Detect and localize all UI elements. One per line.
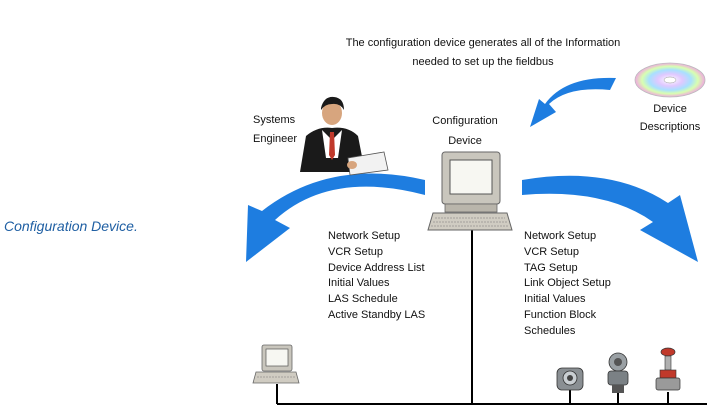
list-item: LAS Schedule	[328, 293, 398, 306]
device-descriptions-label-2: Descriptions	[639, 121, 701, 133]
list-item: Initial Values	[328, 277, 390, 290]
device-descriptions-label-1: Device	[653, 103, 687, 115]
list-item: Active Standby LAS	[328, 308, 426, 321]
field-device-transmitter-icon	[556, 367, 584, 391]
fieldbus-lines	[276, 230, 707, 405]
header-line-1: The configuration device generates all o…	[345, 37, 621, 49]
right-config-list: Network Setup VCR Setup TAG Setup Link O…	[524, 229, 611, 340]
device-descriptions-disc-icon	[634, 62, 706, 98]
list-item: Function Block	[524, 308, 597, 321]
configuration-device-computer-icon	[427, 151, 513, 231]
list-item: Initial Values	[524, 293, 586, 306]
arrow-config-to-left	[246, 173, 425, 262]
header-line-2: needed to set up the fieldbus	[412, 56, 554, 68]
figure-caption: Configuration Device.	[4, 218, 138, 234]
systems-engineer-label-1: Systems	[253, 114, 296, 126]
systems-engineer-label-2: Engineer	[253, 133, 298, 145]
configuration-device-label-2: Device	[448, 135, 482, 147]
list-item: Device Address List	[328, 261, 425, 274]
list-item: VCR Setup	[524, 245, 580, 258]
arrow-config-to-right	[522, 175, 698, 262]
list-item: Network Setup	[328, 230, 401, 242]
link-master-computer-icon	[252, 344, 300, 384]
arrow-dd-to-config	[530, 77, 616, 127]
left-config-list: Network Setup VCR Setup Device Address L…	[328, 229, 425, 324]
list-item: VCR Setup	[328, 245, 384, 258]
field-device-valve-icon	[655, 347, 681, 391]
list-item: Schedules	[524, 324, 576, 337]
field-device-pressure-transmitter-icon	[607, 352, 629, 393]
configuration-device-label-1: Configuration	[432, 115, 498, 127]
list-item: Network Setup	[524, 230, 597, 242]
systems-engineer-icon	[300, 96, 389, 176]
list-item: Link Object Setup	[524, 277, 611, 290]
list-item: TAG Setup	[524, 261, 578, 274]
